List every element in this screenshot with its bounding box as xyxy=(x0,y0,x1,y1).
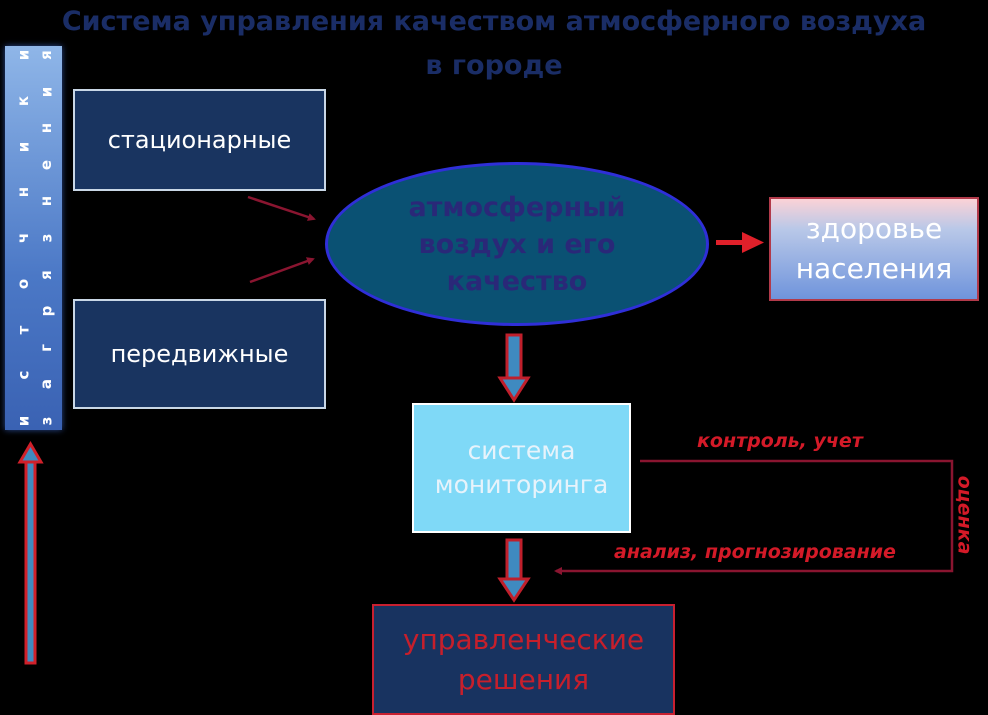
diagram-title: Система управления качеством атмосферног… xyxy=(0,0,988,88)
air-label-line-2: воздух и его xyxy=(418,228,616,260)
stationary-sources-box: стационарные xyxy=(73,89,326,191)
control-label: контроль, учет xyxy=(697,430,863,452)
arrow-air-to-health xyxy=(716,232,764,253)
title-line-2: в городе xyxy=(425,50,563,81)
management-decisions-box: управленческие решения xyxy=(372,604,675,715)
decisions-label-line-2: решения xyxy=(457,662,590,696)
evaluation-label: оценка xyxy=(953,475,976,555)
feedback-loop-line xyxy=(554,459,954,575)
monitoring-label-line-2: мониторинга xyxy=(434,470,609,499)
analysis-label: анализ, прогнозирование xyxy=(614,541,896,563)
atmospheric-air-node: атмосферный воздух и его качество xyxy=(325,162,709,326)
arrow-stationary-to-air xyxy=(247,195,316,221)
arrow-mobile-to-air xyxy=(249,257,315,284)
decisions-label-line-1: управленческие xyxy=(402,622,645,656)
population-health-box: здоровье населения xyxy=(769,197,979,301)
arrow-decisions-to-sources xyxy=(17,441,44,665)
health-label-line-2: населения xyxy=(795,252,953,285)
stationary-label: стационарные xyxy=(107,126,292,154)
mobile-sources-box: передвижные xyxy=(73,299,326,409)
mobile-label: передвижные xyxy=(110,340,289,368)
arrow-air-to-monitoring xyxy=(497,333,531,403)
monitoring-system-box: система мониторинга xyxy=(412,403,631,533)
health-label-line-1: здоровье xyxy=(805,212,943,245)
monitoring-label-line-1: система xyxy=(467,436,576,465)
title-line-1: Система управления качеством атмосферног… xyxy=(61,6,927,37)
air-label-line-1: атмосферный xyxy=(408,191,626,223)
arrow-monitoring-to-decisions xyxy=(497,538,531,603)
air-label-line-3: качество xyxy=(446,265,588,297)
